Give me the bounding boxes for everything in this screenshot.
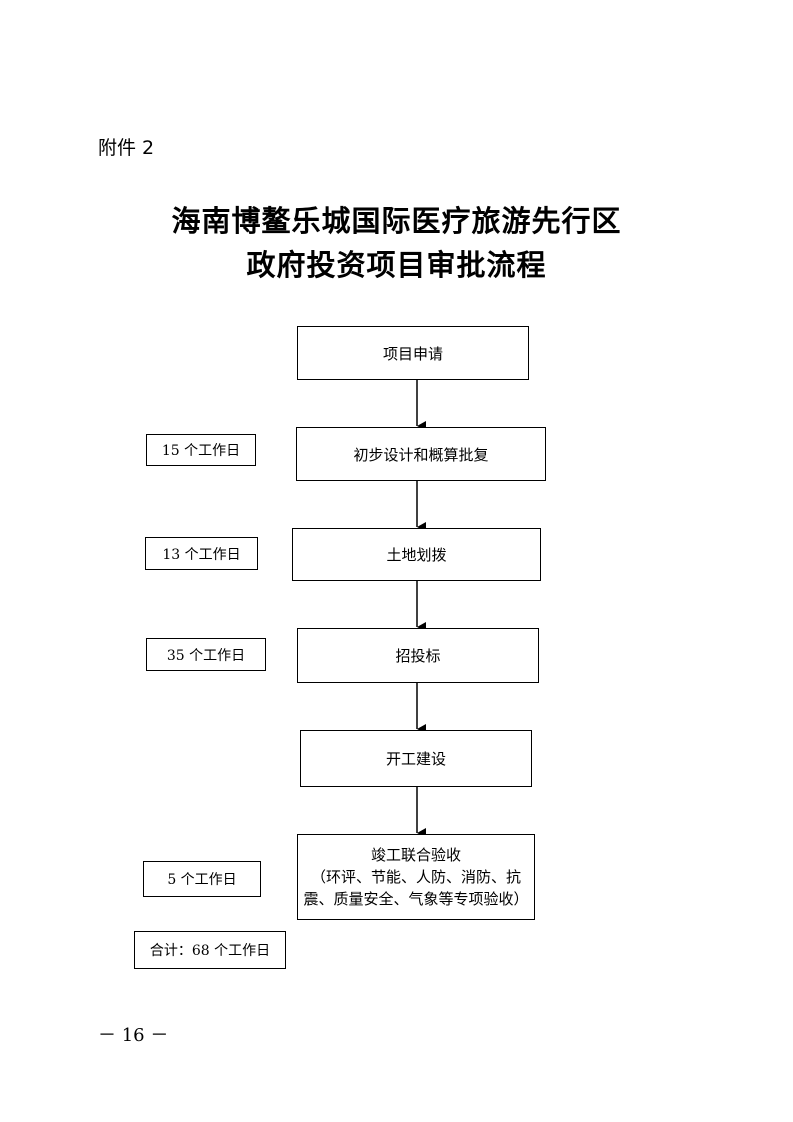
duration-land-allocation: 13 个工作日	[145, 537, 258, 570]
total-duration: 合计：68 个工作日	[134, 931, 286, 969]
step-completion-label: 竣工联合验收	[370, 846, 461, 864]
duration-completion-acceptance: 5 个工作日	[143, 861, 261, 897]
page-title-line2: 政府投资项目审批流程	[246, 248, 547, 282]
step-land-allocation: 土地划拨	[292, 528, 541, 581]
step-completion-acceptance: 竣工联合验收 （环评、节能、人防、消防、抗 震、质量安全、气象等专项验收）	[297, 834, 535, 920]
attachment-label: 附件 2	[98, 137, 155, 159]
step-bidding: 招投标	[297, 628, 539, 683]
page-number: － 16 －	[98, 1025, 169, 1046]
step-project-application: 项目申请	[297, 326, 529, 380]
step-construction-start: 开工建设	[300, 730, 532, 787]
step-completion-detail-2: 震、质量安全、气象等专项验收）	[303, 890, 529, 908]
duration-bidding: 35 个工作日	[146, 638, 266, 671]
duration-preliminary-design: 15 个工作日	[146, 434, 256, 466]
page-title-line1: 海南博鳌乐城国际医疗旅游先行区	[171, 204, 622, 238]
step-completion-detail-1: （环评、节能、人防、消防、抗	[310, 868, 521, 886]
step-preliminary-design: 初步设计和概算批复	[296, 427, 546, 481]
